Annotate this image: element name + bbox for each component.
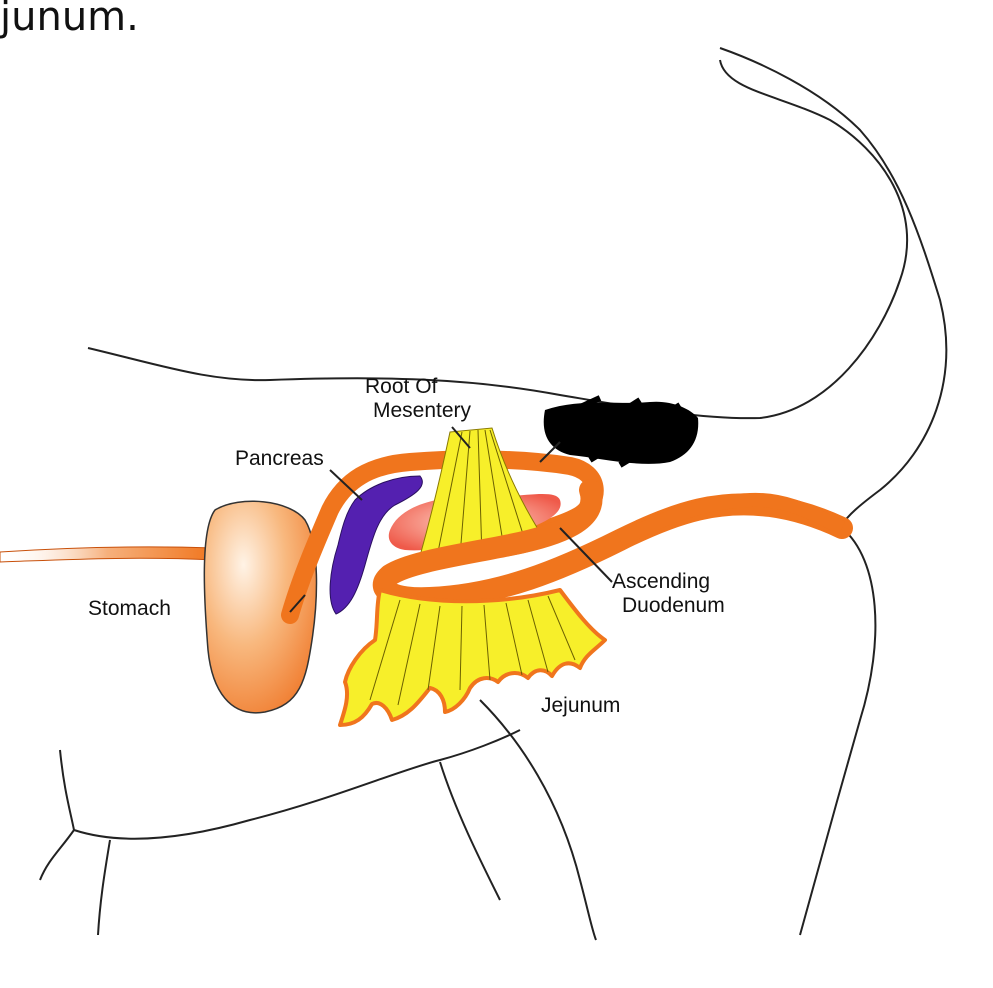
body-outline xyxy=(39,47,948,941)
leader-lines xyxy=(289,426,613,613)
mesentery-root-lines xyxy=(437,429,529,558)
mesentery-fan-lines xyxy=(369,595,576,706)
leader-redacted xyxy=(539,441,561,463)
label-mesentery: Mesentery xyxy=(373,399,472,422)
label-root-of: Root Of xyxy=(365,375,438,398)
back-line xyxy=(87,59,909,420)
caption-text: junum. xyxy=(0,0,139,40)
esophagus xyxy=(0,546,216,563)
label-jejunum: Jejunum xyxy=(541,694,620,717)
belly-fold xyxy=(439,761,501,901)
jejunum-tube xyxy=(616,492,845,547)
leader-stomach xyxy=(289,594,306,613)
hindlimb-back xyxy=(479,699,597,941)
label-pancreas: Pancreas xyxy=(235,447,324,470)
label-ascending: Ascending xyxy=(612,570,710,593)
leader-root xyxy=(451,426,471,449)
label-duodenum: Duodenum xyxy=(622,594,725,617)
foreleg-line xyxy=(39,829,75,881)
hindlimb-front xyxy=(799,527,877,936)
leader-ascending xyxy=(559,527,613,583)
belly-line xyxy=(59,729,521,840)
label-stomach: Stomach xyxy=(88,597,171,620)
tail-line xyxy=(719,47,948,526)
redacted-label-scribble xyxy=(543,395,699,468)
foreleg-line-2 xyxy=(97,839,111,936)
mesentery-fan xyxy=(338,588,607,727)
leader-pancreas xyxy=(329,469,363,501)
stomach-shape xyxy=(203,500,318,714)
pancreas-shape xyxy=(329,475,423,615)
